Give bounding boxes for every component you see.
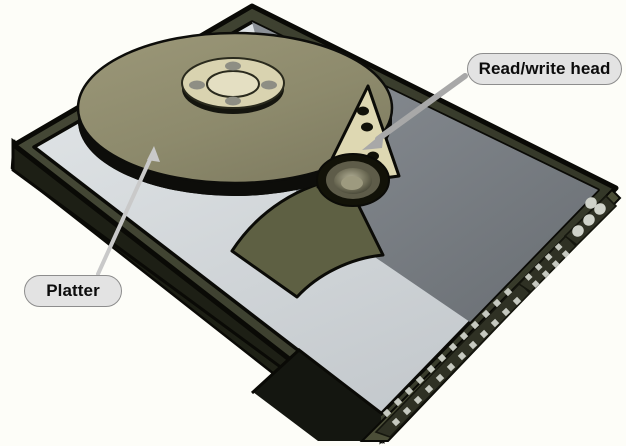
spindle-screw-hole [189, 80, 205, 90]
actuator-arm [316, 84, 401, 207]
connector-strip [359, 188, 622, 442]
pivot-bearing-center [341, 176, 363, 190]
jumper-pins [524, 243, 570, 288]
callout-read-write-head: Read/write head [467, 53, 622, 85]
leader-platter [96, 153, 154, 276]
power-connector-pins [572, 197, 606, 237]
callout-leaders [96, 73, 468, 276]
spindle-screw-hole [225, 61, 241, 71]
callout-read-write-head-label: Read/write head [478, 59, 611, 78]
leader-arrowhead-head [362, 132, 384, 150]
callout-platter: Platter [24, 275, 122, 307]
spindle-screw-hole [261, 80, 277, 90]
actuator-hole [361, 122, 373, 132]
leader-read-write-head [375, 73, 468, 142]
ide-pin-rows [382, 287, 522, 427]
spindle-screw-hole [225, 96, 241, 106]
leader-arrowhead-platter [147, 146, 160, 162]
actuator-hole [357, 106, 369, 116]
base-plate-notch-edge [250, 348, 382, 415]
base-plate-notch [253, 351, 381, 441]
callout-platter-label: Platter [46, 281, 100, 300]
spindle-hub-inner [206, 70, 260, 98]
